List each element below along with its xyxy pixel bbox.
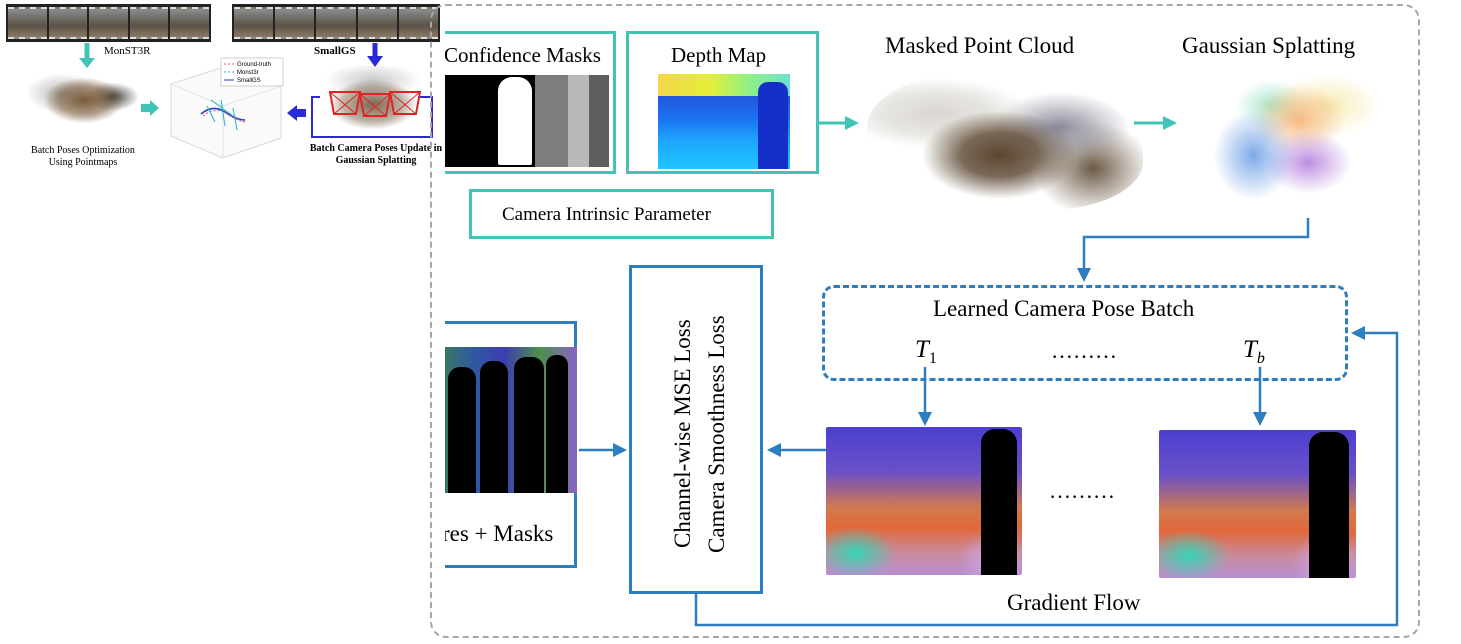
trajectory-plot: Ground-truth Monst3r SmallGS	[170, 57, 284, 159]
monst3r-pointcloud	[28, 68, 140, 140]
mask-silhouette	[498, 77, 532, 165]
camera-intrinsic-box: Camera Intrinsic Parameter	[469, 189, 774, 239]
feature-strip	[445, 347, 577, 493]
outer-frame	[430, 4, 1420, 638]
caption-batch-optimization: Batch Poses Optimization Using Pointmaps	[31, 145, 135, 168]
render-dots: ………	[1049, 478, 1115, 503]
rendered-image-b	[1159, 430, 1356, 578]
feature-person-2	[480, 361, 508, 493]
pose-tb: Tb	[1243, 336, 1265, 368]
input-frames-strip-right	[232, 4, 440, 42]
depth-person	[758, 82, 788, 169]
gaussian-splatting-image	[1199, 70, 1381, 212]
depth-warm-region	[658, 74, 790, 96]
features-masks-label: res + Masks	[445, 521, 554, 546]
connector-arrows	[579, 116, 1399, 627]
caption-batch-update: Batch Camera Poses Update in Gaussian Sp…	[309, 143, 443, 166]
input-frames-strip-left	[6, 4, 211, 42]
feature-person-1	[448, 367, 476, 493]
camera-intrinsic-label: Camera Intrinsic Parameter	[502, 204, 711, 225]
legend-monst3r: Monst3r	[237, 70, 259, 76]
monst3r-label: MonST3R	[104, 45, 151, 57]
confidence-mask-image	[445, 75, 609, 167]
pose-tb-subscript: b	[1256, 350, 1265, 367]
pose-dots: ………	[1051, 338, 1117, 363]
feature-person-3	[514, 357, 544, 493]
features-masks-box: res + Masks	[445, 321, 577, 568]
loss-box: Channel-wise MSE Loss Camera Smoothness …	[629, 265, 763, 594]
learned-pose-batch-label: Learned Camera Pose Batch	[933, 296, 1195, 321]
depth-map-panel: Depth Map	[626, 31, 819, 174]
depth-map-image	[658, 74, 790, 169]
pose-t1: T1	[915, 336, 937, 368]
learned-pose-batch-box: Learned Camera Pose Batch T1 ……… Tb	[822, 285, 1348, 381]
left-figure: MonST3R SmallGS Ground-truth Monst3r Sma…	[0, 0, 445, 175]
feature-person-4	[546, 355, 568, 493]
pose-tb-symbol: T	[1243, 336, 1257, 363]
rendered-person-b	[1309, 432, 1349, 578]
camera-frustums	[328, 91, 422, 117]
pose-t1-symbol: T	[915, 336, 929, 363]
gaussian-splatting-label: Gaussian Splatting	[1182, 33, 1356, 58]
masked-point-cloud-label: Masked Point Cloud	[885, 33, 1075, 58]
legend-smallgs: SmallGS	[237, 78, 261, 84]
pose-t1-subscript: 1	[928, 350, 937, 367]
rendered-image-1	[826, 427, 1022, 575]
confidence-masks-panel: Confidence Masks	[445, 31, 616, 174]
gradient-flow-label: Gradient Flow	[1007, 590, 1141, 615]
main-diagram: Confidence Masks Depth Map Camera Intrin…	[445, 0, 1461, 644]
depth-map-label: Depth Map	[671, 43, 767, 67]
rendered-person-1	[981, 429, 1017, 575]
confidence-masks-label: Confidence Masks	[445, 43, 601, 67]
smallgs-label: SmallGS	[314, 45, 356, 57]
legend-ground-truth: Ground-truth	[237, 62, 271, 68]
